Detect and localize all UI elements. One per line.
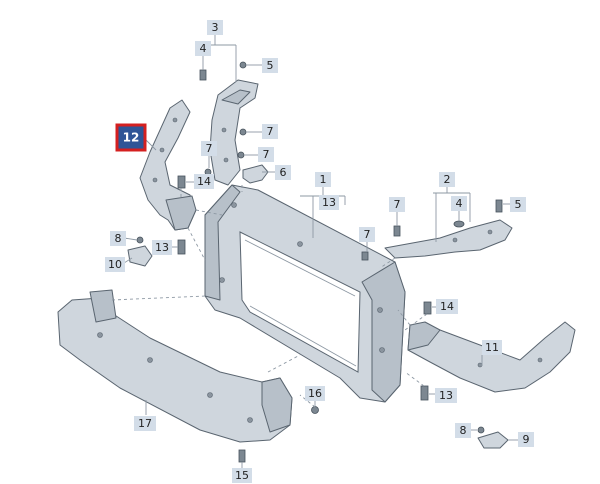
callout-4[interactable]: 4 <box>451 196 467 211</box>
screw-4a <box>199 69 207 81</box>
svg-text:5: 5 <box>515 198 522 211</box>
svg-text:7: 7 <box>206 142 213 155</box>
svg-text:13: 13 <box>439 389 453 402</box>
svg-text:5: 5 <box>267 59 274 72</box>
callout-15[interactable]: 15 <box>232 468 252 483</box>
svg-text:15: 15 <box>235 469 249 482</box>
callout-11[interactable]: 11 <box>482 340 502 355</box>
screw-7e <box>361 251 369 261</box>
screw-14b <box>423 301 432 315</box>
part-9-clip[interactable] <box>477 431 509 449</box>
clip-4b <box>453 220 465 228</box>
screw-7b <box>237 151 245 159</box>
svg-text:13: 13 <box>322 196 336 209</box>
screw-13b <box>420 385 429 401</box>
callout-1[interactable]: 1 <box>315 172 331 187</box>
callout-7[interactable]: 7 <box>389 197 405 212</box>
svg-text:17: 17 <box>138 417 152 430</box>
callout-7[interactable]: 7 <box>201 141 217 156</box>
callout-3[interactable]: 3 <box>207 20 223 35</box>
callout-13[interactable]: 13 <box>319 195 339 210</box>
screw-14a <box>177 175 186 189</box>
svg-text:16: 16 <box>308 387 322 400</box>
svg-text:2: 2 <box>444 173 451 186</box>
callout-10[interactable]: 10 <box>105 257 125 272</box>
part-1-front-carrier[interactable] <box>204 184 406 403</box>
callout-8[interactable]: 8 <box>110 231 126 246</box>
callout-14[interactable]: 14 <box>436 299 458 314</box>
part-17-lower-cross-member[interactable] <box>57 289 293 443</box>
svg-text:7: 7 <box>364 228 371 241</box>
callout-16[interactable]: 16 <box>305 386 325 401</box>
screw-13a <box>177 239 186 255</box>
screw-8a <box>136 236 144 244</box>
screw-5b <box>495 199 503 213</box>
part-2-right-bracket[interactable] <box>384 219 513 259</box>
callout-8[interactable]: 8 <box>455 423 471 438</box>
callout-12-highlighted[interactable]: 12 <box>115 123 147 152</box>
screw-7d <box>393 225 401 237</box>
svg-text:13: 13 <box>155 241 169 254</box>
svg-text:6: 6 <box>280 166 287 179</box>
leader-lines <box>111 32 518 468</box>
svg-text:7: 7 <box>263 148 270 161</box>
screw-7a <box>239 128 247 136</box>
svg-text:8: 8 <box>460 424 467 437</box>
callout-5[interactable]: 5 <box>510 197 526 212</box>
svg-text:1: 1 <box>320 173 327 186</box>
svg-text:3: 3 <box>212 21 219 34</box>
callout-2[interactable]: 2 <box>439 172 455 187</box>
callout-6[interactable]: 6 <box>275 165 291 180</box>
svg-text:4: 4 <box>200 42 207 55</box>
fasteners <box>136 61 503 463</box>
svg-text:9: 9 <box>523 433 530 446</box>
svg-text:12: 12 <box>123 131 140 145</box>
screw-5a <box>239 61 247 69</box>
callout-14[interactable]: 14 <box>194 174 214 189</box>
callout-5[interactable]: 5 <box>262 58 278 73</box>
svg-text:11: 11 <box>485 341 499 354</box>
callout-13[interactable]: 13 <box>152 240 172 255</box>
part-6-clip[interactable] <box>242 164 269 184</box>
part-12-left-bracket[interactable] <box>139 99 197 231</box>
svg-text:14: 14 <box>197 175 211 188</box>
screw-8b <box>477 426 485 434</box>
callout-7[interactable]: 7 <box>359 227 375 242</box>
svg-text:7: 7 <box>267 125 274 138</box>
callout-7[interactable]: 7 <box>262 124 278 139</box>
part-11-lower-right-bracket[interactable] <box>407 321 576 393</box>
callout-17[interactable]: 17 <box>134 416 156 431</box>
svg-text:4: 4 <box>456 197 463 210</box>
svg-text:7: 7 <box>394 198 401 211</box>
svg-text:10: 10 <box>108 258 122 271</box>
svg-text:14: 14 <box>440 300 454 313</box>
svg-text:8: 8 <box>115 232 122 245</box>
callout-7[interactable]: 7 <box>258 147 274 162</box>
callout-13[interactable]: 13 <box>435 388 457 403</box>
callout-4[interactable]: 4 <box>195 41 211 56</box>
callout-9[interactable]: 9 <box>518 432 534 447</box>
screw-16 <box>311 406 319 414</box>
part-10-small-bracket[interactable] <box>127 245 153 267</box>
screw-15 <box>238 449 246 463</box>
